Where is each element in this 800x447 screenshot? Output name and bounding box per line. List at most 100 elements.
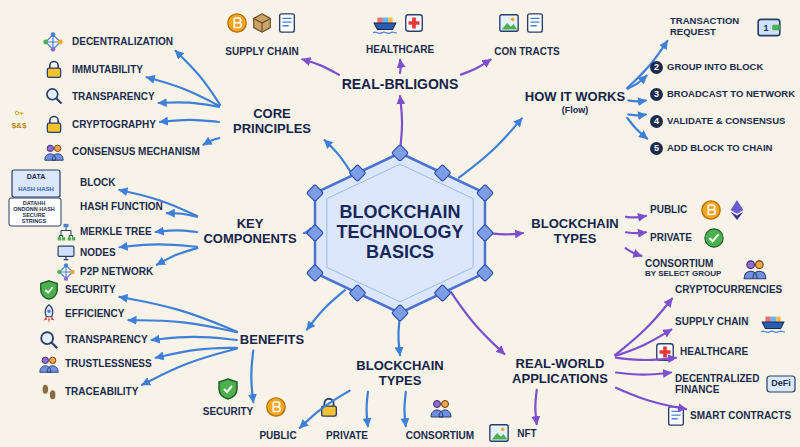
transparency-icon — [41, 332, 57, 348]
connector-arrow — [626, 216, 646, 217]
node-text: CORE PRINCIPLES — [222, 107, 322, 137]
coin-icon — [228, 14, 246, 32]
bitcoin-icon — [267, 398, 285, 416]
leaf-item: CONSENSUS MECHANISM — [72, 146, 200, 158]
flow-step: 3BROADCAST TO NETWORK — [650, 88, 795, 101]
cube-mark — [434, 285, 451, 302]
node-text: IMMUTABILITY — [72, 64, 143, 76]
connector-arrow — [367, 392, 368, 426]
node-text: REAL-BRLIGONS — [342, 76, 459, 92]
branch-topic: REAL-WORLD APPLICATIONS — [507, 357, 613, 387]
leaf-item: PRIVATE — [326, 430, 368, 442]
icon-label: DATA — [27, 173, 45, 181]
connector-arrow — [160, 120, 219, 122]
node-text: PUBLIC — [259, 430, 296, 442]
connector-arrow — [156, 230, 197, 232]
cube-mark — [349, 285, 366, 302]
flow-step: 2GROUP INTO BLOCK — [650, 61, 763, 74]
step-number: 4 — [650, 115, 663, 128]
cube-mark — [307, 265, 324, 282]
leaf-item: HASH FUNCTION — [80, 201, 163, 213]
node-text: BLOCK — [80, 177, 116, 189]
connector-arrow — [626, 248, 642, 256]
cube-mark — [392, 145, 409, 162]
wallet-icon — [758, 19, 780, 35]
branch-topic: HOW IT WORKS(Flow) — [525, 90, 625, 115]
cube-mark — [477, 225, 494, 242]
node-text: TRANSPARENCY — [65, 334, 148, 346]
connector-arrow — [142, 349, 237, 385]
security-icon — [219, 379, 237, 399]
leaf-item: DECENTRALIZATION — [72, 36, 173, 48]
connector-arrow — [152, 337, 237, 340]
consensus-icon — [45, 145, 63, 160]
immutability-icon — [47, 62, 60, 78]
hexagon-shape — [315, 153, 485, 313]
leaf-item: CONSORTIUM — [406, 430, 474, 442]
connector-arrow — [307, 290, 345, 329]
hash-icon — [9, 198, 61, 226]
leaf-item: SMART CONTRACTS — [690, 410, 791, 422]
node-text: TRANSACTION REQUEST — [670, 16, 752, 38]
connector-arrow — [535, 390, 536, 424]
branch-topic: KEY COMPONENTS — [200, 217, 300, 247]
node-text: REAL-WORLD APPLICATIONS — [507, 357, 613, 387]
connector-arrow — [157, 248, 197, 265]
connector-arrow — [400, 96, 402, 150]
leaf-item: TRANSPARENCY — [72, 91, 155, 103]
leaf-item: SUPPLY CHAIN — [225, 46, 298, 58]
node-text: TRACEABILITY — [65, 386, 138, 398]
node-text: SMART CONTRACTS — [690, 410, 791, 422]
connector-arrow — [128, 320, 236, 332]
connector-arrow — [159, 102, 219, 107]
leaf-item: DECENTRALIZED FINANCE — [675, 373, 767, 396]
connector-arrow — [627, 118, 647, 139]
icon-label: $&$ — [12, 122, 27, 131]
node-text: CONSORTIUM — [406, 430, 474, 442]
flow-step: 5ADD BLOCK TO CHAIN — [650, 142, 772, 155]
connector-arrow — [175, 51, 220, 105]
node-text: CONSENSUS MECHANISM — [72, 146, 200, 158]
transparency-icon — [47, 89, 62, 104]
branch-topic: REAL-BRLIGONS — [342, 76, 459, 92]
contract-icon — [669, 407, 684, 425]
box-icon — [254, 14, 271, 32]
leaf-item: SUPPLY CHAIN — [675, 316, 748, 328]
cube-mark — [434, 165, 451, 182]
leaf-item: TRUSTLESSNESS — [65, 358, 152, 370]
leaf-item: PRIVATE — [650, 232, 692, 244]
connector-arrow — [119, 297, 237, 332]
cube-mark — [477, 265, 494, 282]
cube-mark — [477, 185, 494, 202]
security-icon — [41, 281, 58, 299]
connector-arrow — [628, 76, 647, 89]
flow-step: 4 VALIDATE & CONSENSUS — [650, 115, 785, 128]
connector-arrow — [404, 392, 405, 426]
group-icon — [431, 401, 451, 418]
decentralization-icon — [43, 32, 62, 51]
connector-arrow — [325, 140, 352, 173]
trace-icon — [43, 385, 56, 400]
leaf-item: BLOCK — [80, 177, 116, 189]
connector-arrow — [628, 99, 646, 102]
leaf-item: TRACEABILITY — [65, 386, 138, 398]
branch-topic: BLOCKCHAIN TYPES — [527, 217, 623, 247]
central-hexagon: BLOCKCHAIN TECHNOLOGY BASICS — [315, 153, 485, 313]
leaf-item: CONSORTIUMBY SELECT GROUP — [645, 258, 721, 279]
cube-mark — [307, 225, 324, 242]
node-text: VALIDATE & CONSENSUS — [667, 116, 785, 127]
leaf-item: TRANSACTION REQUEST — [670, 16, 752, 38]
leaf-item: HEALTHCARE — [680, 346, 748, 358]
icon-label: DeFi — [771, 379, 791, 389]
document-icon — [528, 14, 543, 32]
node-text: GROUP INTO BLOCK — [667, 62, 763, 73]
connector-arrow — [399, 60, 402, 73]
node-text: NODES — [80, 247, 116, 259]
cryptography-icon — [47, 117, 60, 133]
node-text: TRUSTLESSNESS — [65, 358, 152, 370]
icon-label: 1 — [763, 24, 768, 34]
connector-arrow — [147, 77, 220, 106]
node-text: DECENTRALIZED FINANCE — [675, 373, 767, 396]
connector-arrow — [615, 299, 672, 355]
